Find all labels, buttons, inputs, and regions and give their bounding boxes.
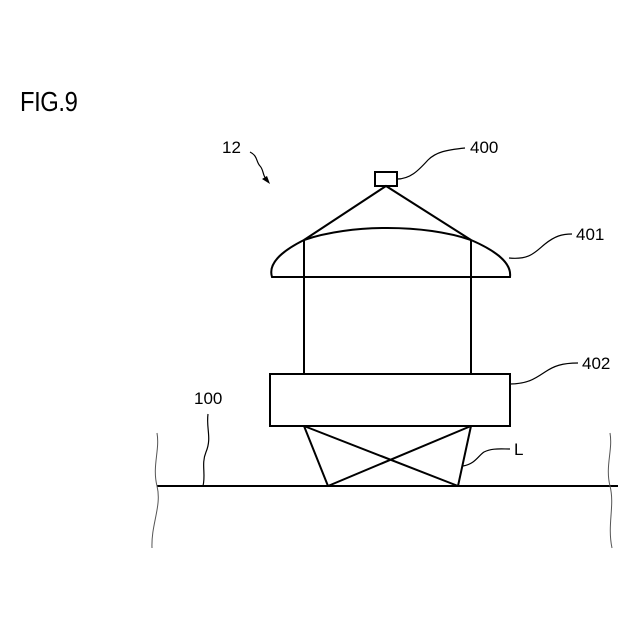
leader-L [463, 449, 510, 466]
label-400: 400 [470, 138, 498, 157]
label-401: 401 [576, 225, 604, 244]
legs-cross [304, 426, 471, 486]
break-line-right [608, 433, 612, 548]
label-L: L [514, 440, 523, 459]
leader-401 [509, 234, 572, 258]
label-12: 12 [222, 138, 241, 157]
leader-400 [397, 148, 465, 179]
arrowhead-12 [262, 176, 270, 184]
leader-402 [510, 363, 578, 384]
label-402: 402 [582, 354, 610, 373]
break-line-left [152, 433, 158, 548]
leader-12 [250, 152, 268, 181]
roof-lines [304, 186, 471, 240]
leader-100 [203, 414, 209, 486]
lower-housing-base [270, 374, 510, 426]
label-100: 100 [194, 389, 222, 408]
sensor-box [375, 172, 397, 186]
upper-housing-canopy [271, 228, 510, 277]
